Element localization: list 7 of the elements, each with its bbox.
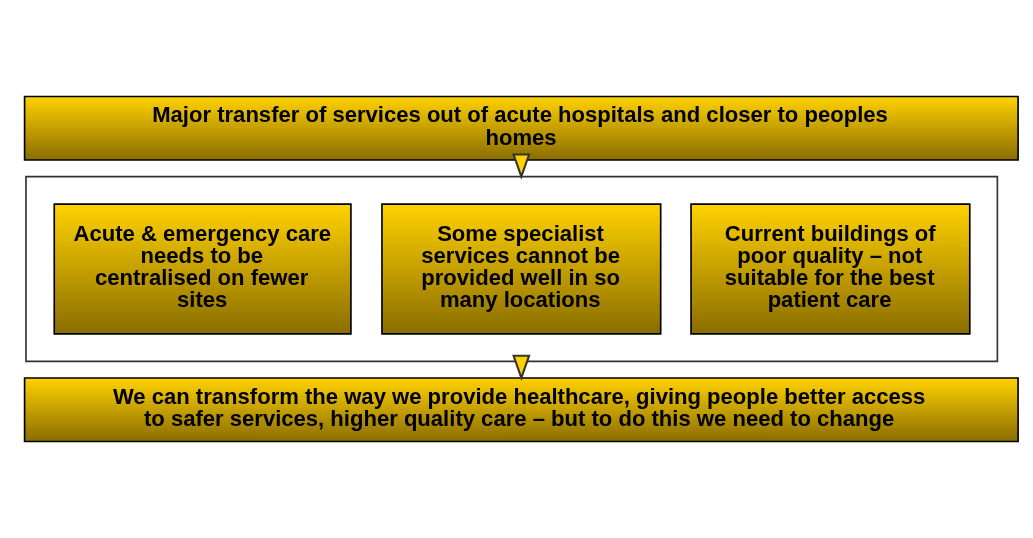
arrow xyxy=(512,153,531,180)
node-box: Acute & emergency care needs to be centralised on fewer sites xyxy=(53,203,352,335)
cluster xyxy=(25,175,999,363)
node-box: We can transform the way we provide healthcare, giving people better access to safer services, higher quality care – but to do this we need to change xyxy=(23,377,1019,443)
arrow xyxy=(512,354,531,382)
node-box: Some specialist services cannot be provided well in so many locations xyxy=(381,203,662,335)
node-box: Current buildings of poor quality – not suitable for the best patient care xyxy=(690,203,971,335)
